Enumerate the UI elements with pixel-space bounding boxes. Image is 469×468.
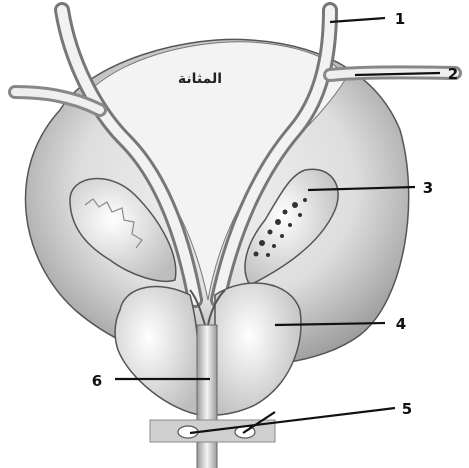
label-2: 2 bbox=[448, 65, 458, 83]
urethra bbox=[197, 325, 217, 468]
label-5: 5 bbox=[402, 400, 412, 418]
bladder-label: المثانة bbox=[178, 71, 222, 87]
prostate-right-lobe bbox=[215, 283, 301, 415]
leader-1 bbox=[330, 18, 385, 22]
label-6: 6 bbox=[92, 372, 102, 390]
prostate-left-lobe bbox=[115, 287, 200, 415]
label-1: 1 bbox=[395, 10, 405, 28]
label-3: 3 bbox=[423, 179, 433, 197]
label-4: 4 bbox=[396, 315, 406, 333]
